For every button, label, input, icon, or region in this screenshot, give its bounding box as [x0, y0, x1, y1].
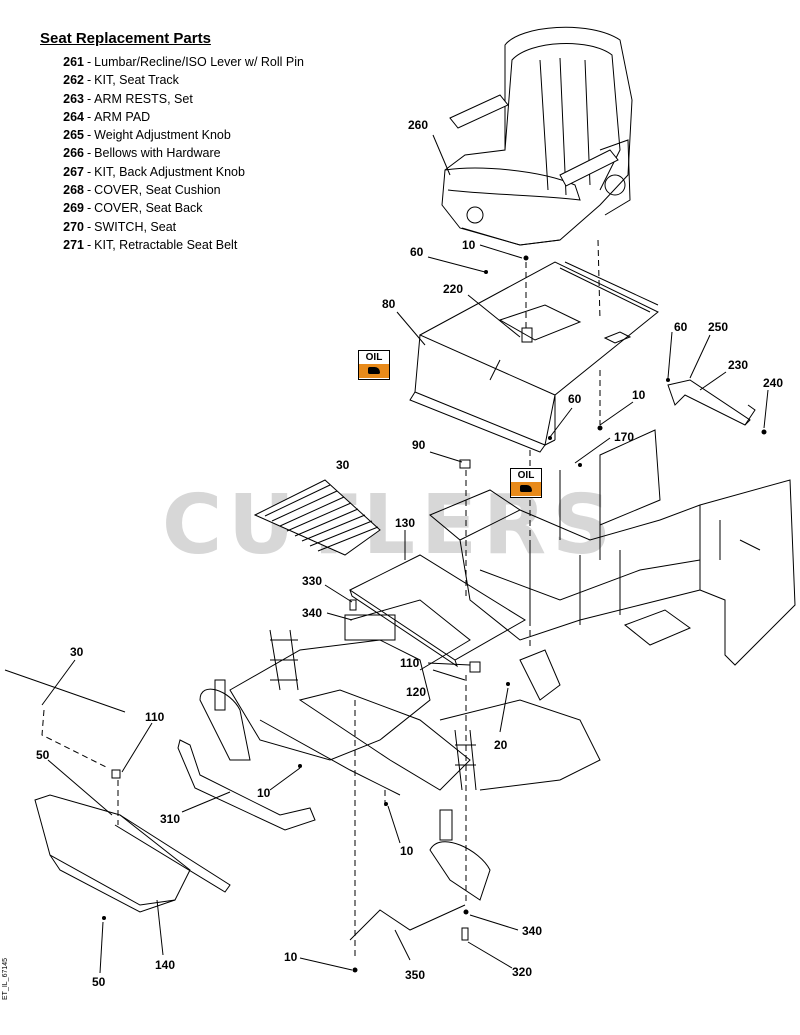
callout-250: 250	[708, 320, 729, 334]
callout-20: 20	[494, 738, 508, 752]
callout-140: 140	[155, 958, 176, 972]
callout-220: 220	[443, 282, 464, 296]
legend-item: 270-SWITCH, Seat	[63, 219, 177, 234]
hardware	[111, 379, 756, 941]
seat-assembly	[441, 26, 633, 246]
callout-340: 340	[302, 606, 323, 620]
rod	[4, 669, 126, 713]
oil-can-icon	[359, 364, 389, 378]
callout-10: 10	[462, 238, 476, 252]
legend-item: 266-Bellows with Hardware	[63, 146, 221, 161]
bracket	[177, 739, 316, 831]
callout-260: 260	[408, 118, 429, 132]
callout-130: 130	[395, 516, 416, 530]
machine-frame	[429, 429, 796, 666]
callout-310: 310	[160, 812, 181, 826]
oil-lubrication-badge: OIL	[510, 468, 542, 498]
parts-legend: Seat Replacement Parts 261-Lumbar/Reclin…	[40, 30, 370, 254]
callout-90: 90	[412, 438, 426, 452]
callout-10: 10	[284, 950, 298, 964]
rod-350	[349, 904, 466, 941]
callout-330: 330	[302, 574, 323, 588]
callout-60: 60	[568, 392, 582, 406]
callout-240: 240	[763, 376, 784, 390]
legend-item: 268-COVER, Seat Cushion	[63, 183, 221, 198]
callout-230: 230	[728, 358, 749, 372]
oil-can-icon	[511, 482, 541, 496]
callout-10: 10	[632, 388, 646, 402]
callout-170: 170	[614, 430, 635, 444]
fastener-dots	[102, 255, 767, 973]
oil-lubrication-badge: OIL	[358, 350, 390, 380]
callout-60: 60	[410, 245, 424, 259]
legend-item: 261-Lumbar/Recline/ISO Lever w/ Roll Pin	[63, 55, 304, 69]
floor-mat	[253, 479, 381, 556]
leader-lines	[41, 134, 769, 974]
oil-label: OIL	[365, 352, 383, 363]
callout-110: 110	[145, 710, 165, 724]
callout-110: 110	[400, 656, 420, 670]
seat-plate	[409, 261, 659, 453]
callout-80: 80	[382, 297, 396, 311]
front-axle	[199, 599, 601, 901]
callout-30: 30	[336, 458, 350, 472]
callout-60: 60	[674, 320, 688, 334]
callout-50: 50	[92, 975, 106, 989]
callout-10: 10	[257, 786, 271, 800]
callout-340: 340	[522, 924, 543, 938]
callout-320: 320	[512, 965, 533, 979]
legend-title: Seat Replacement Parts	[40, 30, 211, 47]
legend-item: 262-KIT, Seat Track	[63, 73, 179, 88]
legend-item: 271-KIT, Retractable Seat Belt	[63, 237, 238, 252]
callout-10: 10	[400, 844, 414, 858]
legend-item: 264-ARM PAD	[63, 109, 151, 124]
side-plate	[34, 794, 231, 913]
legend-item: 265-Weight Adjustment Knob	[63, 128, 231, 143]
legend-item: 269-COVER, Seat Back	[63, 201, 203, 216]
callout-120: 120	[406, 685, 427, 699]
legend-item: 267-KIT, Back Adjustment Knob	[63, 164, 245, 179]
reference-code: ET_IL_67145	[2, 957, 9, 1000]
access-panel	[349, 554, 526, 668]
callout-30: 30	[70, 645, 84, 659]
legend-item: 263-ARM RESTS, Set	[63, 91, 193, 106]
callout-50: 50	[36, 748, 50, 762]
oil-label: OIL	[517, 470, 535, 481]
callout-350: 350	[405, 968, 426, 982]
